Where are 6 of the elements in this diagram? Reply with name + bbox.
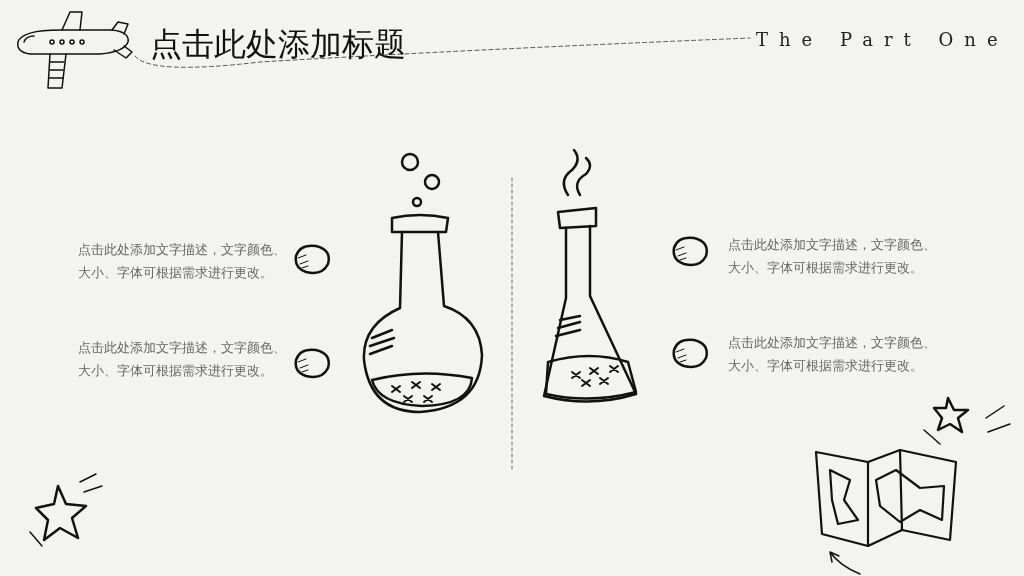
slide-title: 点击此处添加标题 (150, 24, 406, 64)
description-text: 点击此处添加文字描述，文字颜色、大小、字体可根据需求进行更改。 (728, 236, 937, 277)
description-text: 点击此处添加文字描述，文字颜色、大小、字体可根据需求进行更改。 (78, 339, 287, 380)
section-subtitle: The Part One (756, 28, 1009, 52)
description-text: 点击此处添加文字描述，文字颜色、大小、字体可根据需求进行更改。 (728, 334, 937, 375)
description-text: 点击此处添加文字描述，文字颜色、大小、字体可根据需求进行更改。 (78, 241, 287, 282)
